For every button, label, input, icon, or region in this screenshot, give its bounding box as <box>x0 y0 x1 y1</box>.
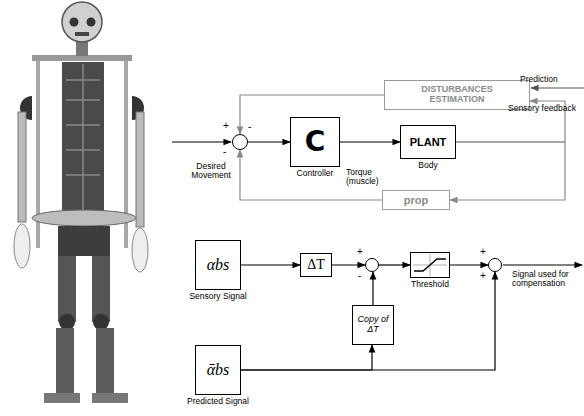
sign-mark: + <box>480 270 486 281</box>
shoulder-motor <box>20 96 32 120</box>
connector <box>450 264 488 265</box>
summing-junction: ++ <box>488 258 502 272</box>
robot-arm <box>136 112 144 227</box>
prediction-wire <box>531 87 584 88</box>
copy-box: Copy of ΔT <box>352 305 394 345</box>
estimation-box: DISTURBANCES ESTIMATION <box>384 80 530 110</box>
robot-foot <box>92 393 128 403</box>
robot-neck <box>76 40 88 56</box>
robot-torso <box>62 62 104 212</box>
torso-detail <box>66 64 100 210</box>
connector <box>241 272 495 370</box>
input-label: Desired Movement <box>188 162 234 181</box>
block-title: DISTURBANCES ESTIMATION <box>416 85 498 105</box>
robot-shin <box>56 328 74 394</box>
connector <box>241 345 372 370</box>
threshold-symbol <box>414 259 446 271</box>
sign-mark: - <box>358 270 361 281</box>
robot-foot <box>44 393 80 403</box>
shoulder-motor <box>132 96 144 120</box>
connector <box>372 272 373 305</box>
sign-mark: + <box>223 120 229 131</box>
shoulder-bar <box>32 55 132 61</box>
summing-junction: +- <box>365 258 379 272</box>
block-caption: Threshold <box>411 280 449 289</box>
sign-mark: + <box>357 246 363 257</box>
robot-hand <box>132 228 148 272</box>
connector <box>241 264 300 265</box>
connector <box>450 142 565 200</box>
connector <box>379 264 410 265</box>
block-caption: Predicted Signal <box>187 397 249 406</box>
robot-platform <box>32 210 136 226</box>
delay-box: ΔT <box>300 253 332 277</box>
robot-mouth <box>75 32 89 36</box>
input-wire <box>172 141 231 142</box>
summing-junction: +-- <box>232 134 248 150</box>
robot-hand <box>14 224 30 268</box>
sign-mark: + <box>480 246 486 257</box>
block-caption: Controller <box>297 169 334 178</box>
robot-illustration <box>14 2 148 403</box>
block-title: Copy of ΔT <box>355 315 391 335</box>
sign-mark: - <box>248 121 251 132</box>
robot-pelvis <box>58 226 110 256</box>
output-wire <box>503 264 582 265</box>
prop-box: prop <box>382 190 450 210</box>
robot-thigh <box>58 256 76 322</box>
signal-symbol: ᾱbs <box>207 361 230 379</box>
frame-bar <box>36 56 40 248</box>
block-symbol: ΔT <box>307 257 325 272</box>
plant-box: PLANTBody <box>400 125 456 159</box>
robot-knee <box>93 314 109 330</box>
block-caption: Body <box>418 161 437 170</box>
signal-box: ᾱbsPredicted Signal <box>195 345 241 395</box>
controller-box: CController <box>290 117 340 167</box>
robot-arm <box>18 112 26 222</box>
block-title: prop <box>404 194 428 206</box>
robot-thigh <box>92 256 110 322</box>
robot-eye <box>87 18 96 27</box>
robot-eye <box>70 18 79 27</box>
signal-symbol: αbs <box>207 256 230 274</box>
sign-mark: - <box>223 146 226 157</box>
block-symbol: C <box>305 127 326 158</box>
robot-knee <box>59 314 75 330</box>
robot-head <box>62 2 102 42</box>
threshold-axes <box>413 254 447 276</box>
robot-shin <box>96 328 114 394</box>
frame-bar <box>124 56 128 248</box>
connector <box>332 264 365 265</box>
edge-label: Torque (muscle) <box>346 168 390 187</box>
connector <box>248 141 290 142</box>
signal-box: αbsSensory Signal <box>195 240 241 290</box>
output-label: Signal used for compensation <box>512 270 580 289</box>
block-title: PLANT <box>410 136 447 148</box>
threshold-box: Threshold <box>410 252 450 278</box>
block-caption: Sensory Signal <box>189 292 246 301</box>
connector <box>340 141 400 142</box>
